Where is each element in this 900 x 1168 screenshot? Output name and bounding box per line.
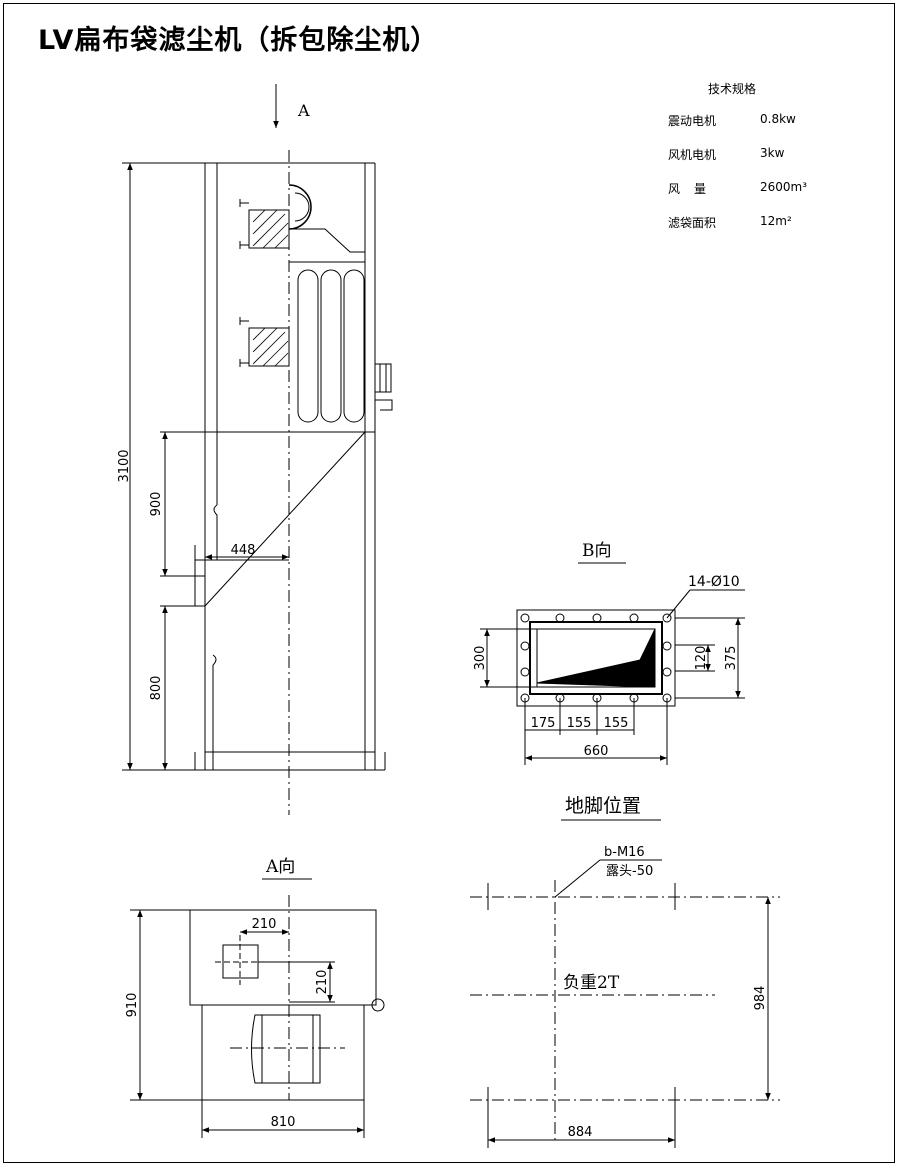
foundation-view (470, 859, 780, 1148)
dim-660-text: 660 (584, 744, 609, 759)
foundation-label: 地脚位置 (565, 795, 641, 817)
spec-label-filter-area: 滤袋面积 (668, 216, 717, 230)
dim-900-text: 900 (149, 492, 164, 517)
dim-300-text: 300 (473, 646, 488, 671)
hole-callout-leader (666, 589, 691, 619)
view-arrow-a-label: A (297, 101, 310, 120)
hatch-marks (252, 209, 289, 367)
dim-175-text: 175 (531, 716, 556, 731)
dim-375-text: 375 (724, 646, 739, 671)
flange-outer (516, 609, 676, 707)
fan-impeller (294, 192, 310, 222)
dim-810-text: 810 (271, 1115, 296, 1130)
dim-210-h-text: 210 (252, 917, 277, 932)
hole-callout-text: 14-Ø10 (688, 574, 740, 590)
side-motor-bracket (375, 399, 393, 411)
load-label: 负重2T (563, 973, 620, 993)
dim-910-text: 910 (125, 993, 140, 1018)
spec-value-vibration-motor: 0.8kw (760, 112, 796, 126)
left-notch-upper (213, 504, 218, 520)
dim-155a-text: 155 (567, 716, 592, 731)
bolt-callout-text: b-M16 (604, 845, 645, 860)
bolt-callout-leader (554, 859, 601, 898)
dim-984-text: 984 (753, 986, 768, 1011)
dim-884-text: 884 (568, 1125, 593, 1140)
spec-value-filter-area: 12m² (760, 214, 792, 228)
page-title: LV扁布袋滤尘机（拆包除尘机） (38, 25, 439, 56)
vibration-box-lower (248, 327, 290, 367)
dim-155b-text: 155 (604, 716, 629, 731)
b-view-flange (480, 589, 745, 765)
spec-value-air-volume: 2600m³ (760, 180, 808, 194)
bolt-note-text: 露头-50 (606, 864, 653, 879)
fan-housing (288, 184, 312, 230)
a-view-body (189, 909, 377, 1006)
dim-800-text: 800 (149, 676, 164, 701)
dim-210-v-text: 210 (315, 970, 330, 995)
dim-120-text: 120 (694, 646, 709, 671)
dim-448-text: 448 (231, 543, 256, 558)
a-view-label: A向 (265, 857, 295, 877)
b-view-label: B向 (582, 541, 612, 561)
filter-bag-1 (297, 269, 319, 423)
spec-label-fan-motor: 风机电机 (668, 148, 717, 162)
hopper-slope (204, 431, 366, 607)
filter-bag-2 (320, 269, 342, 423)
main-side-view (122, 84, 393, 815)
filter-bag-3 (343, 269, 365, 423)
vibration-box-upper (248, 209, 290, 249)
drawing-frame (3, 3, 895, 1163)
spec-value-fan-motor: 3kw (760, 146, 785, 160)
a-view-lug (371, 998, 385, 1012)
spec-label-air-volume: 风量 (668, 182, 721, 196)
side-motor (374, 363, 392, 393)
specs-heading: 技术规格 (708, 82, 757, 96)
flange-shading (536, 628, 656, 688)
a-view-motor (251, 1014, 321, 1084)
fan-duct (289, 228, 365, 253)
dim-3100-text: 3100 (117, 449, 132, 482)
a-view-base (201, 1004, 365, 1101)
left-notch-lower (212, 654, 217, 666)
a-view (130, 895, 385, 1138)
spec-label-vibration-motor: 震动电机 (668, 114, 717, 128)
